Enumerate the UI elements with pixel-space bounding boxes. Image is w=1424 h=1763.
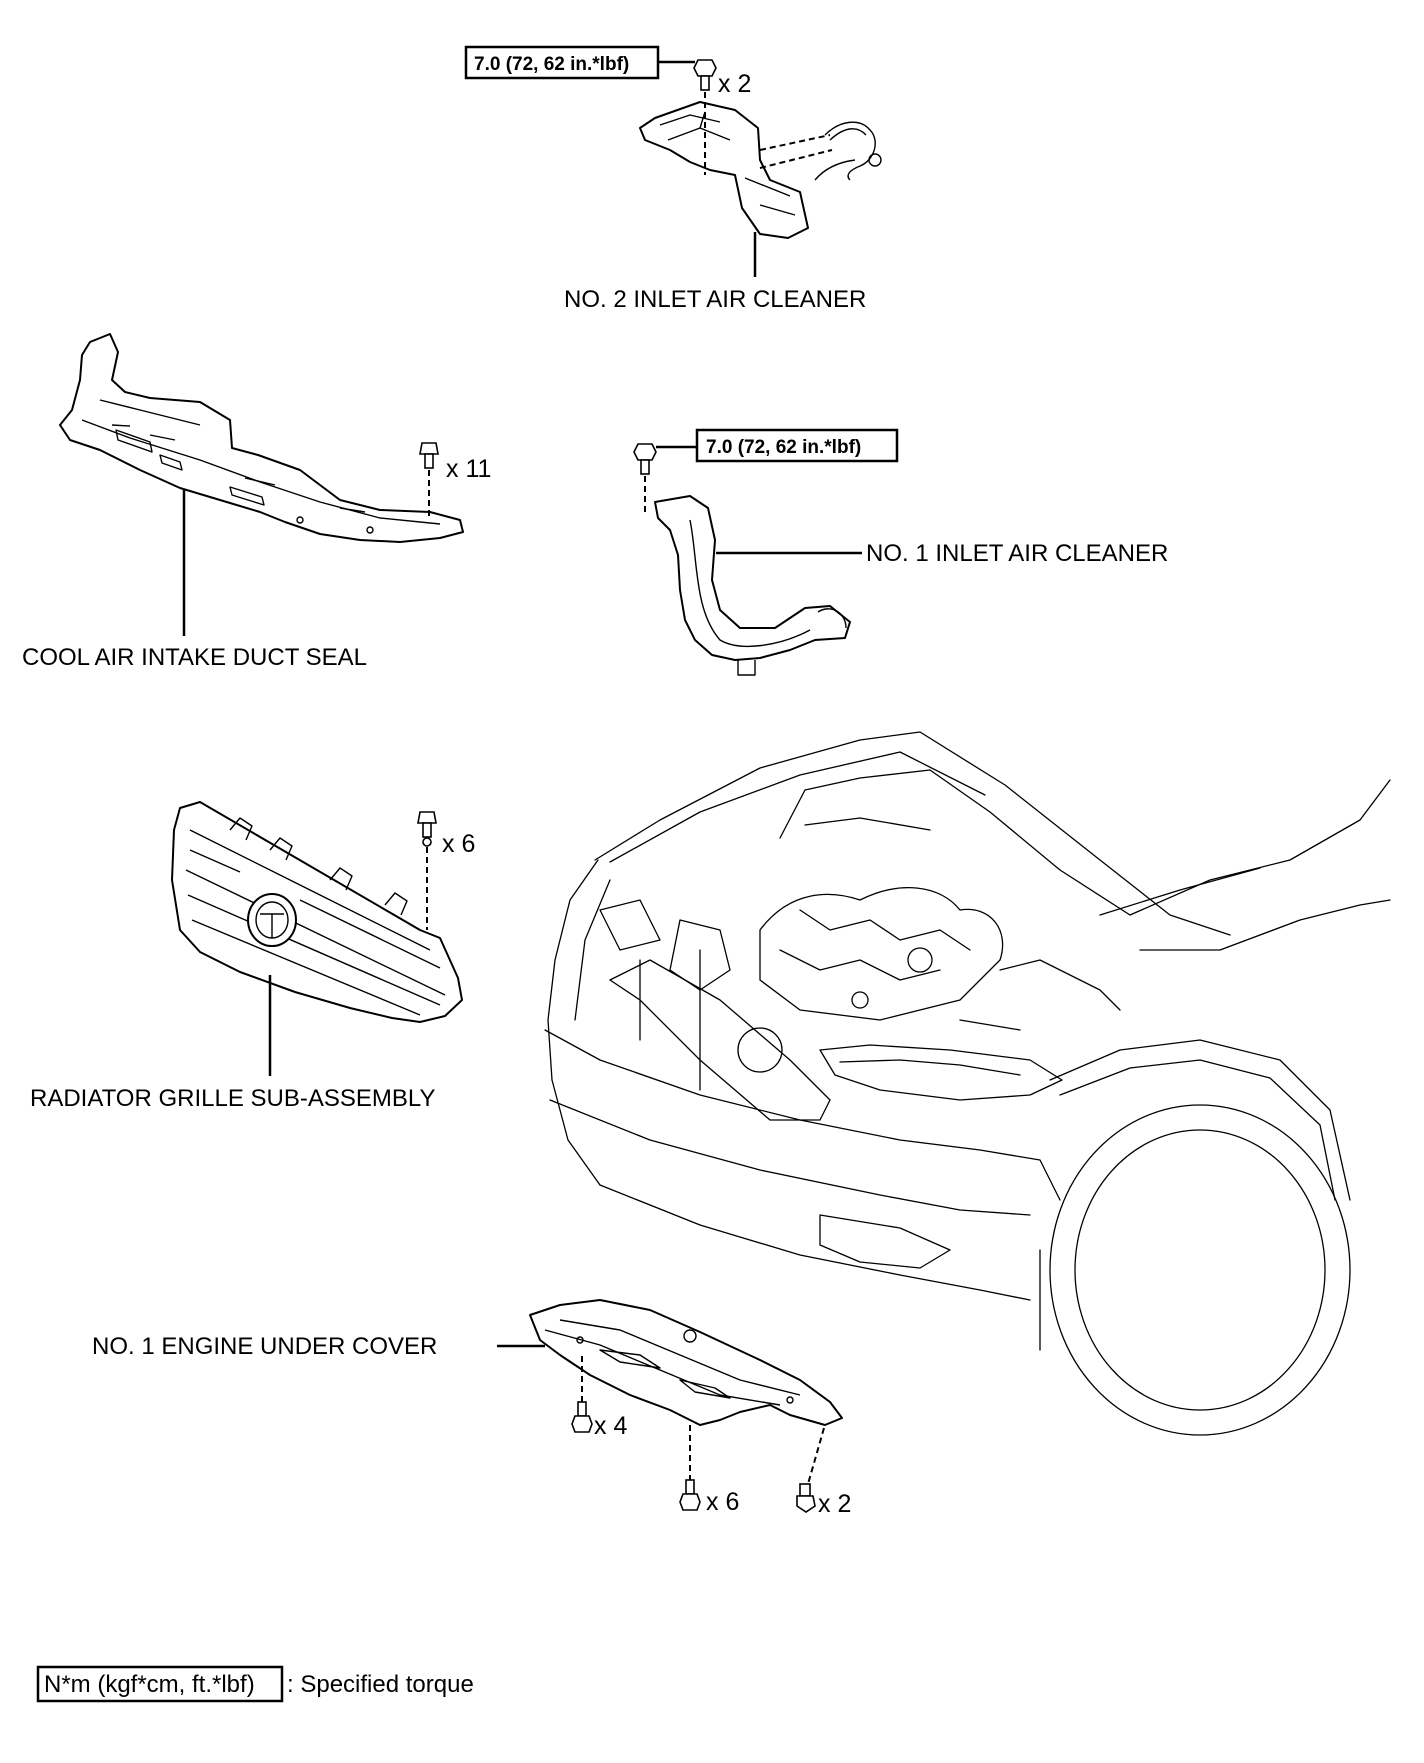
under-cover-label: NO. 1 ENGINE UNDER COVER: [92, 1333, 437, 1360]
no1-inlet-air-cleaner-part: [654, 495, 851, 676]
under-cover-bolt-b-qty: x 6: [706, 1488, 739, 1516]
no2-inlet-air-cleaner-part: [639, 101, 882, 239]
duct-seal-clip-qty: x 11: [446, 455, 491, 483]
legend-description: : Specified torque: [287, 1671, 474, 1698]
no2-torque-text: 7.0 (72, 62 in.*lbf): [474, 54, 629, 75]
legend-torque-box: [36, 1665, 284, 1703]
duct-seal-label: COOL AIR INTAKE DUCT SEAL: [22, 644, 367, 671]
grille-clip-qty: x 6: [442, 830, 475, 858]
cool-air-intake-duct-seal-part: [59, 333, 464, 543]
radiator-grille-part: [171, 801, 463, 1023]
engine-under-cover-part: [529, 1299, 843, 1426]
under-cover-bolt-a-qty: x 4: [594, 1412, 627, 1440]
no1-torque-text: 7.0 (72, 62 in.*lbf): [706, 437, 861, 458]
under-cover-bolt-c-dash: [807, 1427, 825, 1485]
no2-inlet-label: NO. 2 INLET AIR CLEANER: [564, 286, 866, 313]
duct-seal-clip-icon: [419, 442, 439, 469]
no2-bolt-icon: [693, 59, 717, 91]
legend-box-text: N*m (kgf*cm, ft.*lbf): [44, 1671, 255, 1698]
under-cover-bolt-b-icon: [679, 1479, 701, 1511]
grille-clip-icon: [417, 811, 437, 847]
no2-bolt-qty: x 2: [718, 70, 751, 98]
under-cover-bolt-a-icon: [571, 1401, 593, 1433]
under-cover-bolt-c-qty: x 2: [818, 1490, 851, 1518]
vehicle-front-outline: [544, 731, 1391, 1436]
grille-label: RADIATOR GRILLE SUB-ASSEMBLY: [30, 1085, 435, 1112]
no1-torque-box: [695, 428, 899, 463]
under-cover-clip-c-icon: [796, 1483, 816, 1513]
no1-inlet-label: NO. 1 INLET AIR CLEANER: [866, 540, 1168, 567]
no1-bolt-icon: [633, 443, 657, 475]
